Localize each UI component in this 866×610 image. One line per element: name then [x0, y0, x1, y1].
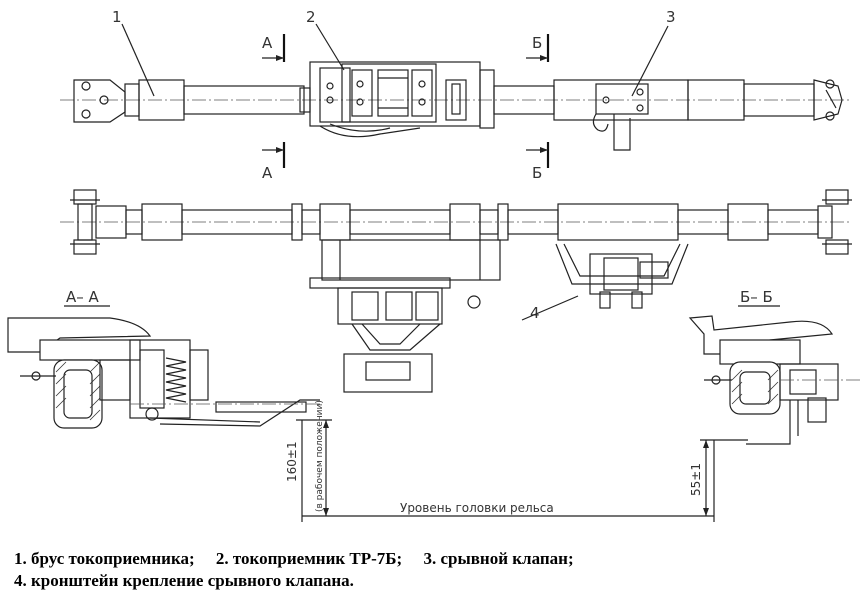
section-bb-title: Б– Б: [740, 288, 773, 306]
section-a-a: Б– Б А– А: [7, 288, 320, 429]
dim-55-label: 55±1: [689, 463, 703, 496]
figure-caption: 1. брус токоприемника; 2. токоприемник Т…: [14, 548, 864, 592]
technical-drawing: А А Б Б 1 2 3: [7, 8, 860, 522]
section-b-top-label: Б: [532, 34, 542, 52]
caption-item-1: 1. брус токоприемника;: [14, 549, 195, 568]
rail-level-label: Уровень головки рельса: [400, 501, 554, 515]
caption-item-2: 2. токоприемник ТР-7Б;: [215, 549, 403, 568]
front-view: 4: [60, 189, 852, 393]
dim-160-label: 160±1: [285, 441, 299, 482]
caption-line-2: 4. кронштейн крепление срывного клапана.: [14, 570, 864, 592]
section-b-markers: Б Б: [526, 34, 550, 182]
caption-item-4: 4. кронштейн крепление срывного клапана.: [14, 571, 354, 590]
part-1-label: 1: [112, 8, 122, 26]
section-b-bottom-label: Б: [532, 164, 542, 182]
section-b-b: Б– Б: [688, 288, 860, 445]
part-3-label: 3: [666, 8, 676, 26]
section-a-top-label: А: [262, 34, 273, 52]
part-leaders: 1 2 3: [112, 8, 676, 97]
top-view: [60, 61, 850, 151]
section-a-bottom-label: А: [262, 164, 273, 182]
caption-line-1: 1. брус токоприемника; 2. токоприемник Т…: [14, 548, 864, 570]
section-aa-title-text: А– А: [66, 288, 100, 306]
dimension-lines: Уровень головки рельса 160±1 (в рабочем …: [285, 400, 748, 522]
section-a-markers: А А: [262, 34, 286, 182]
part-2-label: 2: [306, 8, 316, 26]
caption-item-3: 3. срывной клапан;: [423, 549, 574, 568]
dim-160-note: (в рабочем положении): [315, 400, 325, 512]
part-4-label: 4: [530, 304, 540, 322]
